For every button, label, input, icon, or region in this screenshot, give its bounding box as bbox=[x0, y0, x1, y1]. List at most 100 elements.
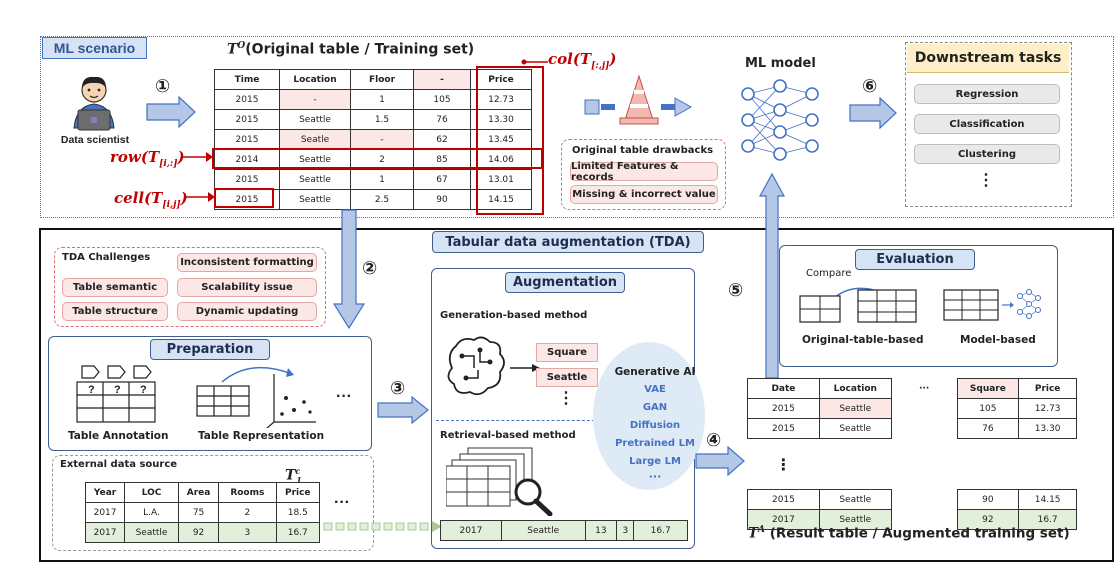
table-annotation-icon bbox=[76, 365, 156, 423]
step-5-label: ⑤ bbox=[728, 280, 744, 301]
arrow-2-icon bbox=[332, 209, 366, 330]
table-row: 2017 Seattle 92 16.7 bbox=[747, 509, 1077, 530]
table-cell: 76 bbox=[956, 418, 1020, 439]
generative-ai-bubble bbox=[593, 342, 705, 490]
genai-large-lm: Large LM bbox=[629, 456, 681, 467]
table-row: 2015 Seatle - 62 13.45 bbox=[214, 129, 532, 150]
table-cell: 2015 bbox=[214, 109, 280, 130]
table-cell: 2017 bbox=[440, 520, 502, 541]
gen-output-more: ⋮ bbox=[558, 390, 574, 407]
table-cell: 1.5 bbox=[350, 109, 414, 130]
challenges-box bbox=[54, 247, 326, 327]
ml-model-label: ML model bbox=[745, 56, 816, 71]
table-cell: Seattle bbox=[279, 169, 351, 190]
table-cell: 2.5 bbox=[350, 189, 414, 210]
table-cell: 14.15 bbox=[470, 189, 532, 210]
retrieval-title: Retrieval-based method bbox=[440, 430, 576, 441]
header-cell: Date bbox=[747, 378, 820, 399]
genai-pretrained-lm: Pretrained LM bbox=[615, 438, 695, 449]
model-based-icon bbox=[943, 289, 1041, 321]
table-cell: 62 bbox=[413, 129, 471, 150]
tda-title: Tabular data augmentation (TDA) bbox=[432, 231, 704, 253]
external-table-header: Year LOC Area Rooms Price bbox=[84, 482, 320, 503]
table-cell: Seattle bbox=[818, 509, 892, 530]
table-cell: 3 bbox=[218, 522, 277, 543]
table-cell bbox=[891, 399, 957, 419]
table-cell: 90 bbox=[956, 489, 1020, 510]
table-cell: 76 bbox=[413, 109, 471, 130]
table-cell: 2015 bbox=[214, 169, 280, 190]
gen-output-square: Square bbox=[536, 343, 598, 362]
table-annotation-label: Table Annotation bbox=[68, 430, 169, 442]
original-based-label: Original-table-based bbox=[802, 334, 924, 346]
external-table-symbol: Tc1 bbox=[285, 466, 302, 486]
table-cell: 2015 bbox=[747, 418, 820, 439]
drawbacks-title: Original table drawbacks bbox=[571, 145, 714, 156]
qmark-3: ? bbox=[140, 384, 147, 396]
table-cell bbox=[819, 439, 891, 490]
table-cell: 92 bbox=[177, 522, 220, 543]
qmark-2: ? bbox=[114, 384, 121, 396]
table-cell: L.A. bbox=[124, 502, 179, 523]
table-cell: 92 bbox=[956, 509, 1020, 530]
arrow-5-icon bbox=[758, 172, 786, 379]
table-row: 2015 Seattle 105 12.73 bbox=[747, 398, 1077, 419]
table-cell bbox=[957, 439, 1019, 490]
original-table: Time Location Floor - Price 2015 - 1 105… bbox=[214, 69, 532, 210]
table-cell: 2015 bbox=[747, 489, 820, 510]
table-cell: 67 bbox=[413, 169, 471, 190]
result-table-header: Date Location ··· Square Price bbox=[747, 378, 1077, 399]
table-cell: Seattle bbox=[818, 398, 892, 419]
header-cell: Price bbox=[275, 482, 320, 503]
preparation-title: Preparation bbox=[150, 339, 270, 360]
table-cell: 105 bbox=[956, 398, 1020, 419]
retrieved-row-table: 2017 Seattle 13 3 16.7 bbox=[440, 520, 688, 541]
cell-label: cell(T[i,j]) bbox=[114, 189, 188, 210]
task-clustering: Clustering bbox=[914, 144, 1060, 164]
table-cell: 2017 bbox=[84, 502, 126, 523]
drawback-missing-values: Missing & incorrect value bbox=[570, 185, 718, 204]
step-6-label: ⑥ bbox=[862, 76, 878, 97]
retrieval-search-icon bbox=[446, 447, 553, 516]
genai-gan: GAN bbox=[642, 402, 668, 413]
table-representation-icon bbox=[196, 366, 316, 428]
challenges-title: TDA Challenges bbox=[62, 252, 151, 263]
table-cell: Seattle bbox=[818, 489, 892, 510]
neural-network-icon bbox=[741, 79, 819, 161]
table-cell: 16.7 bbox=[275, 522, 320, 543]
gen-output-seattle: Seattle bbox=[536, 368, 598, 387]
drawbacks-box bbox=[561, 139, 726, 210]
header-cell: Year bbox=[84, 482, 126, 503]
header-cell: Square bbox=[956, 378, 1020, 399]
step-2-label: ② bbox=[362, 258, 378, 279]
ml-scenario-title: ML scenario bbox=[53, 40, 136, 56]
result-table-title: TA (Result table / Augmented training se… bbox=[748, 525, 1070, 542]
result-table: Date Location ··· Square Price 2015 Seat… bbox=[747, 378, 1077, 530]
table-cell: Seattle bbox=[818, 418, 892, 439]
data-scientist-icon bbox=[73, 76, 115, 131]
arrow-6-icon bbox=[849, 97, 897, 129]
table-cell: - bbox=[350, 129, 414, 150]
table-row: 2015 - 1 105 12.73 bbox=[214, 89, 532, 110]
task-regression: Regression bbox=[914, 84, 1060, 104]
header-cell: Location bbox=[818, 378, 892, 399]
row-label: row(T[i,:]) bbox=[110, 148, 185, 169]
table-row: 2015 Seattle 90 14.15 bbox=[747, 489, 1077, 510]
table-cell: Seattle bbox=[279, 109, 351, 130]
challenge-dynamic-updating: Dynamic updating bbox=[177, 302, 317, 321]
table-cell: 3 bbox=[616, 520, 635, 541]
row-highlight bbox=[212, 148, 543, 169]
table-cell: - bbox=[279, 89, 351, 110]
table-cell: 13 bbox=[584, 520, 618, 541]
ml-scenario-frame bbox=[40, 36, 1114, 218]
preparation-more: ··· bbox=[336, 388, 352, 405]
filter-cone-icon bbox=[584, 74, 693, 125]
external-more: ··· bbox=[334, 494, 350, 511]
genai-title: Generative AI bbox=[614, 366, 696, 378]
evaluation-title: Evaluation bbox=[855, 249, 975, 270]
col-label: col(T[:,j]) bbox=[548, 50, 617, 71]
table-row: 2015 Seattle 1 67 13.01 bbox=[214, 169, 532, 190]
arrow-1-icon bbox=[146, 96, 196, 128]
table-cell: 2015 bbox=[214, 89, 280, 110]
table-row: 2015 Seattle 76 13.30 bbox=[747, 418, 1077, 439]
